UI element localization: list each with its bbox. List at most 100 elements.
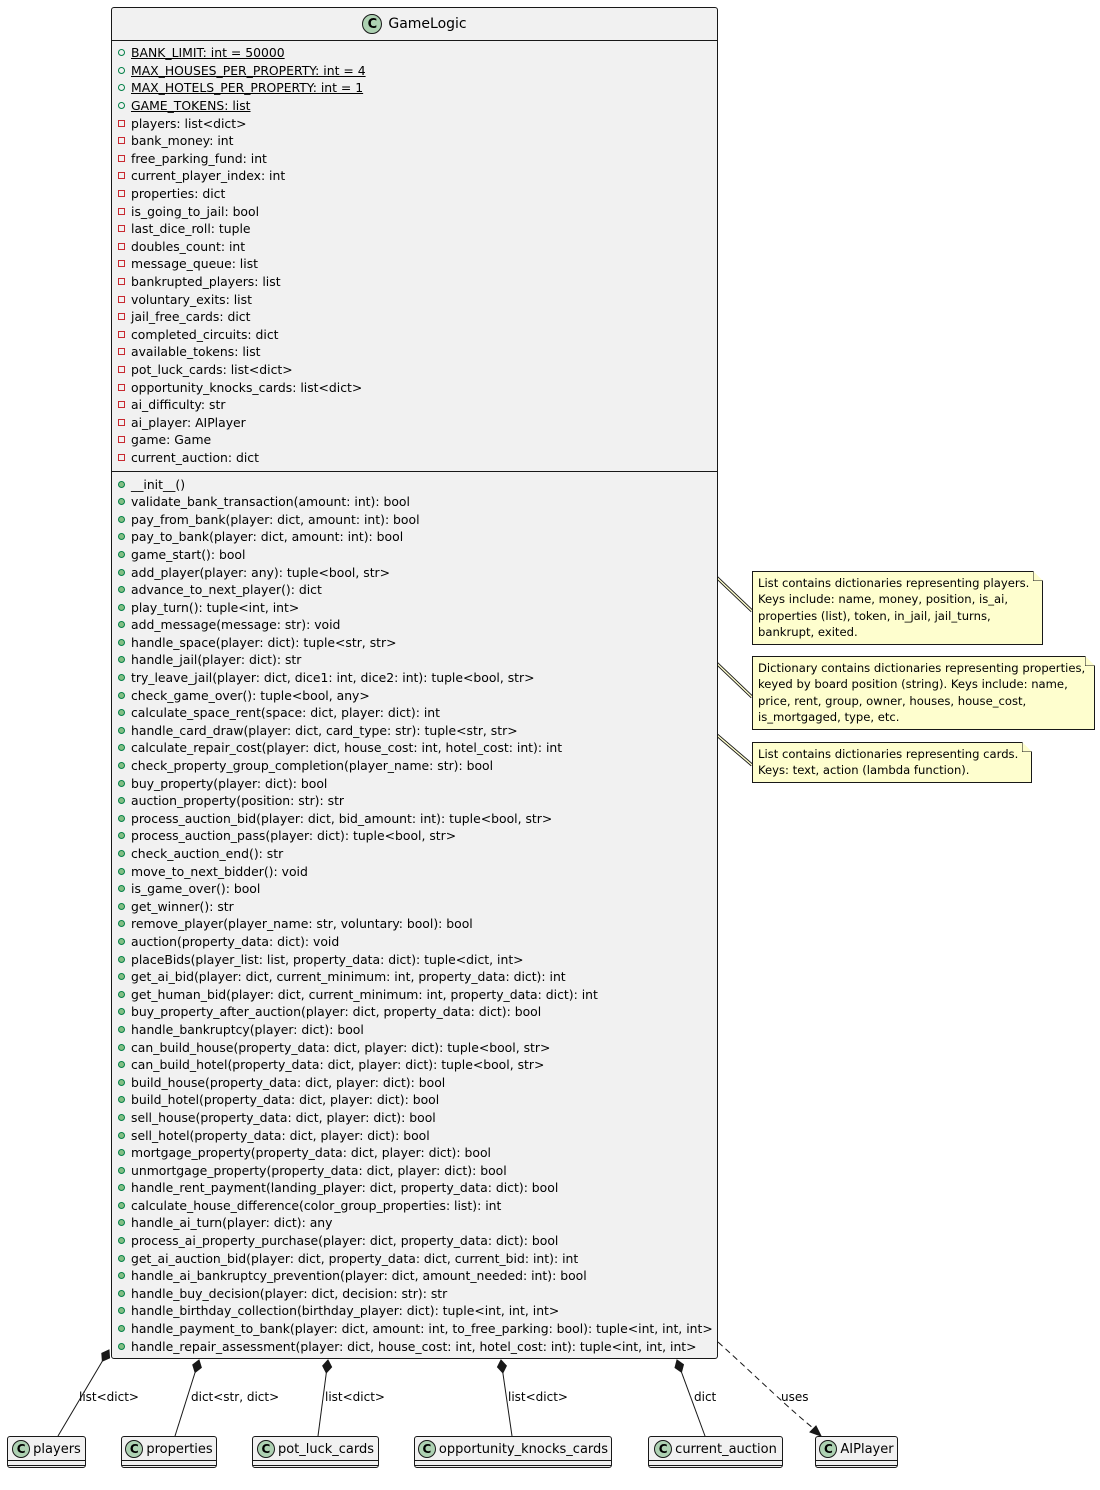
method-text: handle_space(player: dict): tuple<str, s…: [131, 634, 397, 650]
divider: [253, 1465, 378, 1466]
method-text: handle_repair_assessment(player: dict, h…: [131, 1338, 697, 1354]
method-row: handle_jail(player: dict): str: [118, 651, 717, 669]
method-row: process_auction_pass(player: dict): tupl…: [118, 827, 717, 845]
method-row: handle_repair_assessment(player: dict, h…: [118, 1337, 717, 1355]
method-row: unmortgage_property(property_data: dict,…: [118, 1161, 717, 1179]
method-row: move_to_next_bidder(): void: [118, 862, 717, 880]
attribute-text: message_queue: list: [131, 256, 259, 272]
divider: [112, 471, 717, 473]
method-row: handle_ai_turn(player: dict): any: [118, 1214, 717, 1232]
class-badge-icon: C: [417, 1440, 436, 1458]
class-header: C GameLogic: [112, 8, 717, 40]
public-method-icon: [118, 1272, 125, 1280]
public-visibility-icon: [118, 84, 125, 92]
method-row: mortgage_property(property_data: dict, p…: [118, 1144, 717, 1162]
attribute-text: is_going_to_jail: bool: [131, 203, 260, 219]
attribute-text: players: list<dict>: [131, 115, 247, 131]
method-row: add_message(message: str): void: [118, 616, 717, 634]
public-method-icon: [118, 621, 125, 629]
method-row: handle_rent_payment(landing_player: dict…: [118, 1179, 717, 1197]
attribute-row: doubles_count: int: [118, 238, 717, 256]
class-name: players: [33, 1441, 81, 1457]
attribute-row: game: Game: [118, 431, 717, 449]
private-visibility-icon: [118, 330, 125, 338]
attribute-row: MAX_HOUSES_PER_PROPERTY: int = 4: [118, 62, 717, 80]
public-method-icon: [118, 850, 125, 858]
public-method-icon: [118, 902, 125, 910]
private-visibility-icon: [118, 365, 125, 373]
private-visibility-icon: [118, 260, 125, 268]
public-method-icon: [118, 885, 125, 893]
note-line: bankrupt, exited.: [758, 624, 858, 639]
private-visibility-icon: [118, 154, 125, 162]
attribute-row: players: list<dict>: [118, 114, 717, 132]
method-text: check_property_group_completion(player_n…: [131, 758, 494, 774]
method-row: handle_payment_to_bank(player: dict, amo…: [118, 1320, 717, 1338]
method-text: pay_to_bank(player: dict, amount: int): …: [131, 529, 404, 545]
method-row: get_winner(): str: [118, 898, 717, 916]
private-visibility-icon: [118, 383, 125, 391]
method-text: pay_from_bank(player: dict, amount: int)…: [131, 511, 420, 527]
private-visibility-icon: [118, 137, 125, 145]
private-visibility-icon: [118, 295, 125, 303]
method-text: check_auction_end(): str: [131, 846, 284, 862]
method-text: remove_player(player_name: str, voluntar…: [131, 916, 473, 932]
attribute-text: ai_difficulty: str: [131, 397, 226, 413]
method-text: handle_payment_to_bank(player: dict, amo…: [131, 1321, 713, 1337]
attribute-text: MAX_HOTELS_PER_PROPERTY: int = 1: [131, 80, 364, 96]
public-method-icon: [118, 533, 125, 541]
private-visibility-icon: [118, 401, 125, 409]
attribute-row: MAX_HOTELS_PER_PROPERTY: int = 1: [118, 79, 717, 97]
public-method-icon: [118, 1201, 125, 1209]
attribute-text: MAX_HOUSES_PER_PROPERTY: int = 4: [131, 62, 366, 78]
method-row: check_property_group_completion(player_n…: [118, 757, 717, 775]
private-visibility-icon: [118, 418, 125, 426]
attribute-text: completed_circuits: dict: [131, 326, 279, 342]
attribute-row: GAME_TOKENS: list: [118, 97, 717, 115]
method-row: can_build_house(property_data: dict, pla…: [118, 1038, 717, 1056]
note-line: properties (list), token, in_jail, jail_…: [758, 608, 991, 623]
public-method-icon: [118, 1025, 125, 1033]
public-method-icon: [118, 1289, 125, 1297]
public-method-icon: [118, 674, 125, 682]
method-row: handle_buy_decision(player: dict, decisi…: [118, 1285, 717, 1303]
method-text: get_human_bid(player: dict, current_mini…: [131, 986, 598, 1002]
method-text: handle_ai_bankruptcy_prevention(player: …: [131, 1268, 587, 1284]
attribute-row: is_going_to_jail: bool: [118, 202, 717, 220]
public-method-icon: [118, 603, 125, 611]
composition-line: [174, 1372, 196, 1437]
attribute-text: bank_money: int: [131, 133, 234, 149]
method-text: calculate_repair_cost(player: dict, hous…: [131, 740, 563, 756]
private-visibility-icon: [118, 436, 125, 444]
note-line: Keys include: name, money, position, is_…: [758, 592, 1009, 607]
divider: [8, 1465, 85, 1466]
method-text: handle_birthday_collection(birthday_play…: [131, 1303, 560, 1319]
attribute-row: pot_luck_cards: list<dict>: [118, 361, 717, 379]
attribute-text: pot_luck_cards: list<dict>: [131, 361, 293, 377]
method-text: buy_property(player: dict): bool: [131, 775, 328, 791]
method-row: buy_property(player: dict): bool: [118, 774, 717, 792]
attribute-text: jail_free_cards: dict: [131, 309, 251, 325]
attribute-row: last_dice_roll: tuple: [118, 220, 717, 238]
class-name: opportunity_knocks_cards: [438, 1441, 609, 1457]
attribute-text: GAME_TOKENS: list: [131, 98, 251, 114]
relation-label: list<dict>: [325, 1390, 385, 1404]
note-line: price, rent, group, owner, houses, house…: [758, 693, 1027, 708]
attribute-row: ai_player: AIPlayer: [118, 413, 717, 431]
method-row: auction_property(position: str): str: [118, 792, 717, 810]
attribute-text: properties: dict: [131, 186, 226, 202]
class-badge-icon: C: [654, 1440, 673, 1458]
public-method-icon: [118, 779, 125, 787]
class-name: pot_luck_cards: [277, 1441, 375, 1457]
public-method-icon: [118, 550, 125, 558]
method-text: build_house(property_data: dict, player:…: [131, 1074, 446, 1090]
